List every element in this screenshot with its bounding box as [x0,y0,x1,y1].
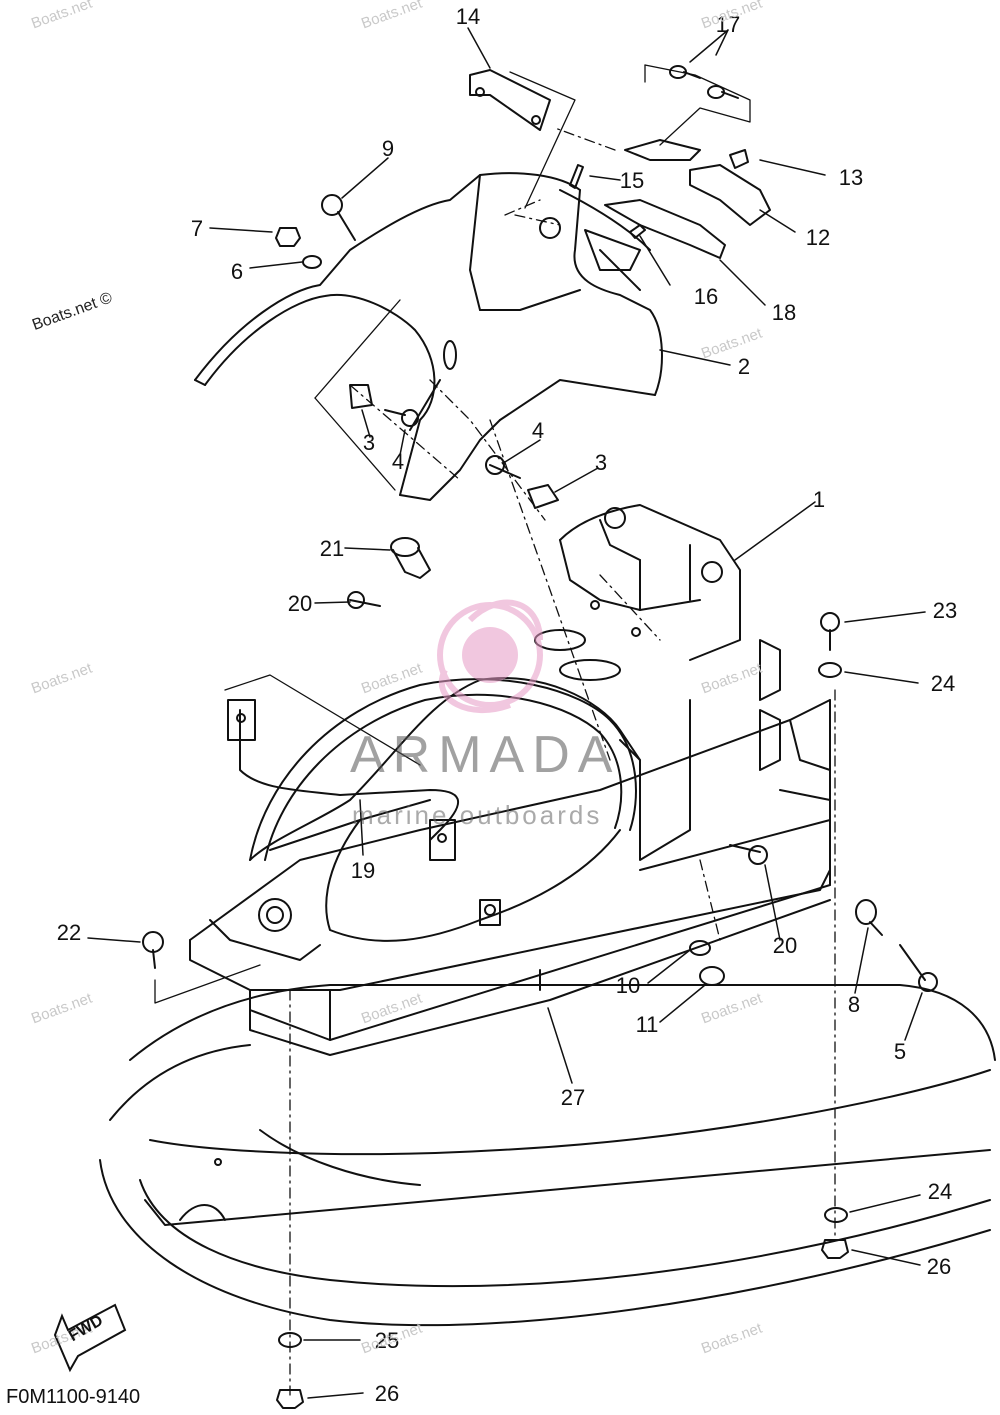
callout-6: 6 [230,259,244,284]
callout-17: 17 [715,12,741,37]
callout-1: 1 [812,487,826,512]
callout-4: 4 [531,418,545,443]
bracket-boxes [154,64,751,1004]
hull-outline [99,984,996,1327]
callout-23: 23 [932,598,958,623]
callout-7: 7 [190,216,204,241]
callout-19: 19 [350,858,376,883]
armada-logo-mark [437,599,543,713]
callout-20: 20 [772,933,798,958]
top-trim-pieces [469,69,771,259]
fwd-arrow-icon [53,1303,127,1373]
callout-16: 16 [693,284,719,309]
callout-18: 18 [771,300,797,325]
callout-22: 22 [56,920,82,945]
logo-name: ARMADA [350,726,621,784]
callout-9: 9 [381,136,395,161]
callout-15: 15 [619,168,645,193]
callout-12: 12 [805,225,831,250]
callout-4: 4 [391,449,405,474]
callout-26: 26 [926,1254,952,1279]
deck-body [189,504,831,1056]
callout-3: 3 [594,450,608,475]
callout-10: 10 [615,973,641,998]
callout-21: 21 [319,536,345,561]
callout-14: 14 [455,4,481,29]
callout-25: 25 [374,1328,400,1353]
logo-tagline: marine outboards [352,800,603,830]
callout-13: 13 [838,165,864,190]
callout-24: 24 [930,671,956,696]
callout-11: 11 [635,1012,659,1037]
upper-cover [194,172,663,501]
fasteners [142,65,938,1409]
callout-26: 26 [374,1381,400,1406]
callout-24: 24 [927,1179,953,1204]
callout-2: 2 [737,354,751,379]
callout-3: 3 [362,430,376,455]
assembly-lines [289,127,836,1396]
figure-code: F0M1100-9140 [6,1386,141,1408]
callout-27: 27 [560,1085,586,1110]
callout-5: 5 [893,1039,907,1064]
leader-lines [87,27,926,1399]
callout-8: 8 [847,992,861,1017]
callout-20: 20 [287,591,313,616]
